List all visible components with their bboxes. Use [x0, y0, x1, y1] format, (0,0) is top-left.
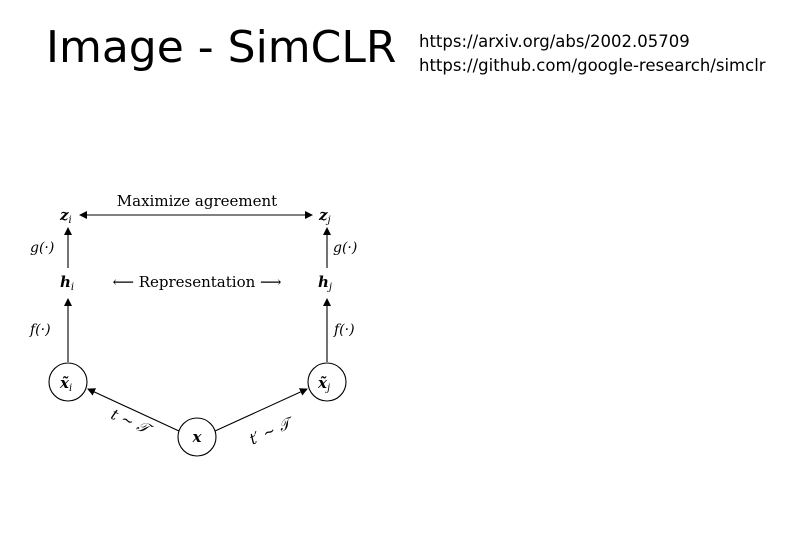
augmentation-right-arrow — [214, 388, 308, 432]
x-node: x — [192, 428, 203, 446]
github-link[interactable]: https://github.com/google-research/simcl… — [419, 56, 766, 75]
x-tilde-j-node: x̃j — [317, 374, 330, 394]
x-tilde-j-circle — [307, 362, 347, 402]
x-circle — [177, 417, 217, 457]
z-j-node: zj — [318, 206, 331, 226]
maximize-agreement-label: Maximize agreement — [117, 192, 277, 210]
g-left-label: g(·) — [30, 240, 54, 256]
h-i-node: hi — [60, 273, 74, 293]
augmentation-right-label: t′ ∼ 𝒯 — [247, 413, 298, 449]
f-left-label: f(·) — [29, 322, 51, 338]
f-right-label: f(·) — [333, 322, 355, 338]
representation-label: ⟵ Representation ⟶ — [112, 273, 281, 291]
z-i-node: zi — [59, 206, 72, 226]
x-tilde-i-node: x̃i — [59, 374, 72, 394]
x-tilde-i-circle — [48, 362, 88, 402]
reference-links: https://arxiv.org/abs/2002.05709 https:/… — [419, 30, 766, 78]
g-right-label: g(·) — [333, 240, 357, 256]
augmentation-left-label: t ∼ 𝒯 — [108, 405, 156, 439]
slide-title: Image - SimCLR — [46, 22, 397, 73]
augmentation-left-arrow — [87, 388, 180, 432]
arxiv-link[interactable]: https://arxiv.org/abs/2002.05709 — [419, 32, 690, 51]
h-j-node: hj — [318, 273, 332, 293]
